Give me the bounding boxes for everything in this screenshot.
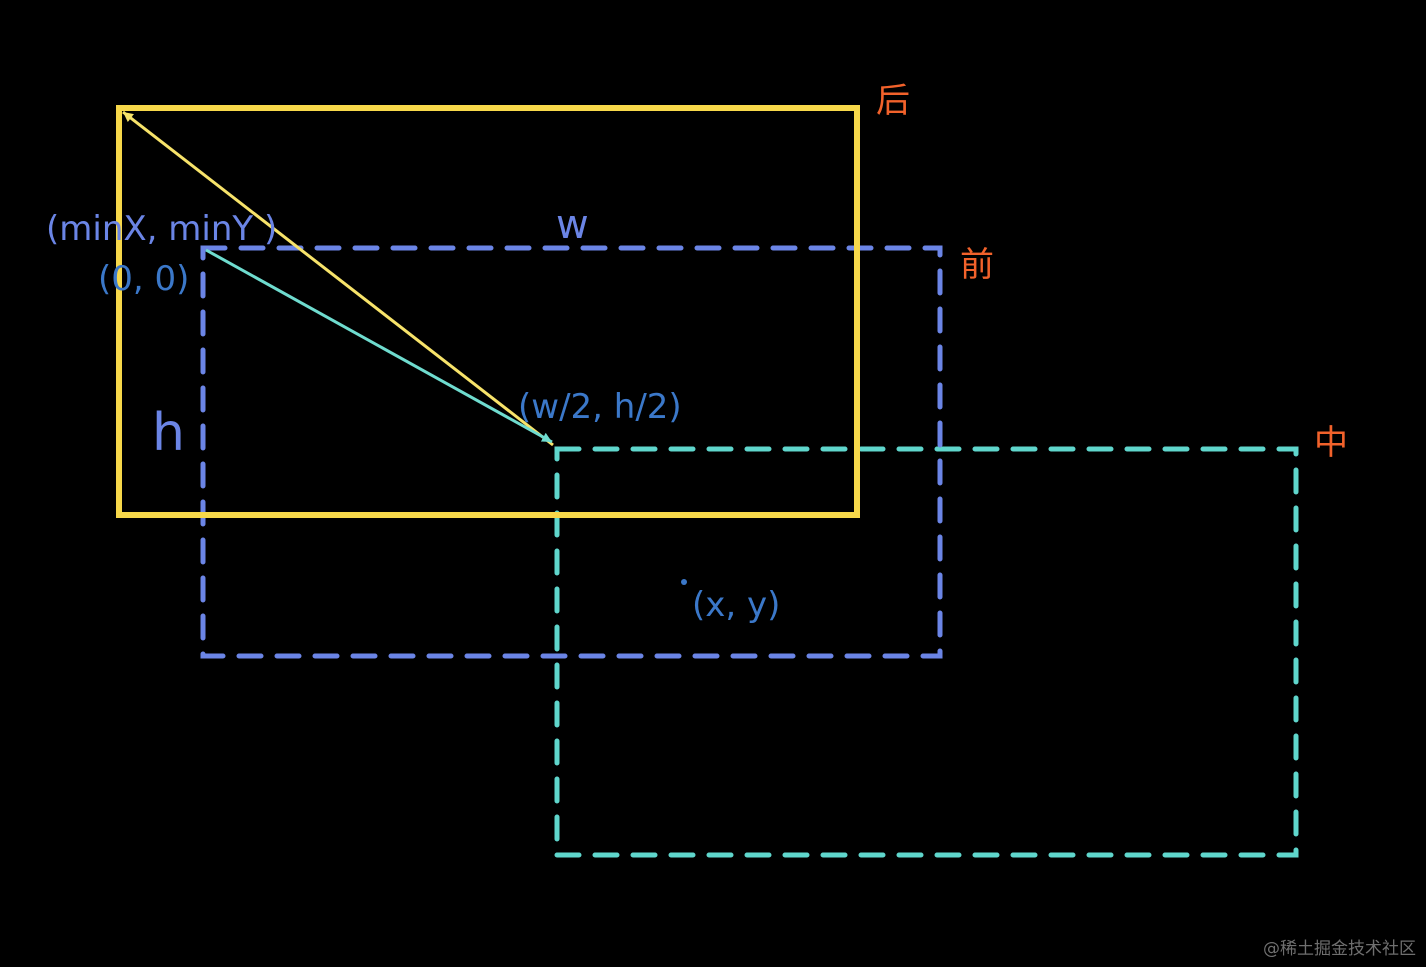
height-label: h bbox=[152, 403, 185, 463]
middle-label: 中 bbox=[1314, 423, 1348, 463]
vector-origin-to-center bbox=[205, 248, 553, 444]
min-point-label: (minX, minY ) bbox=[46, 209, 277, 249]
origin-label: (0, 0) bbox=[98, 259, 189, 299]
back-label: 后 bbox=[876, 81, 910, 121]
point-dot bbox=[681, 579, 687, 585]
width-label: w bbox=[556, 202, 589, 248]
middle-rect bbox=[554, 446, 1299, 858]
vector-center-to-min bbox=[122, 110, 554, 447]
front-label: 前 bbox=[960, 245, 994, 285]
point-label: (x, y) bbox=[692, 585, 780, 625]
back-rect bbox=[116, 105, 860, 518]
watermark: @稀土掘金技术社区 bbox=[1263, 939, 1416, 959]
center-label: (w/2, h/2) bbox=[518, 387, 682, 427]
